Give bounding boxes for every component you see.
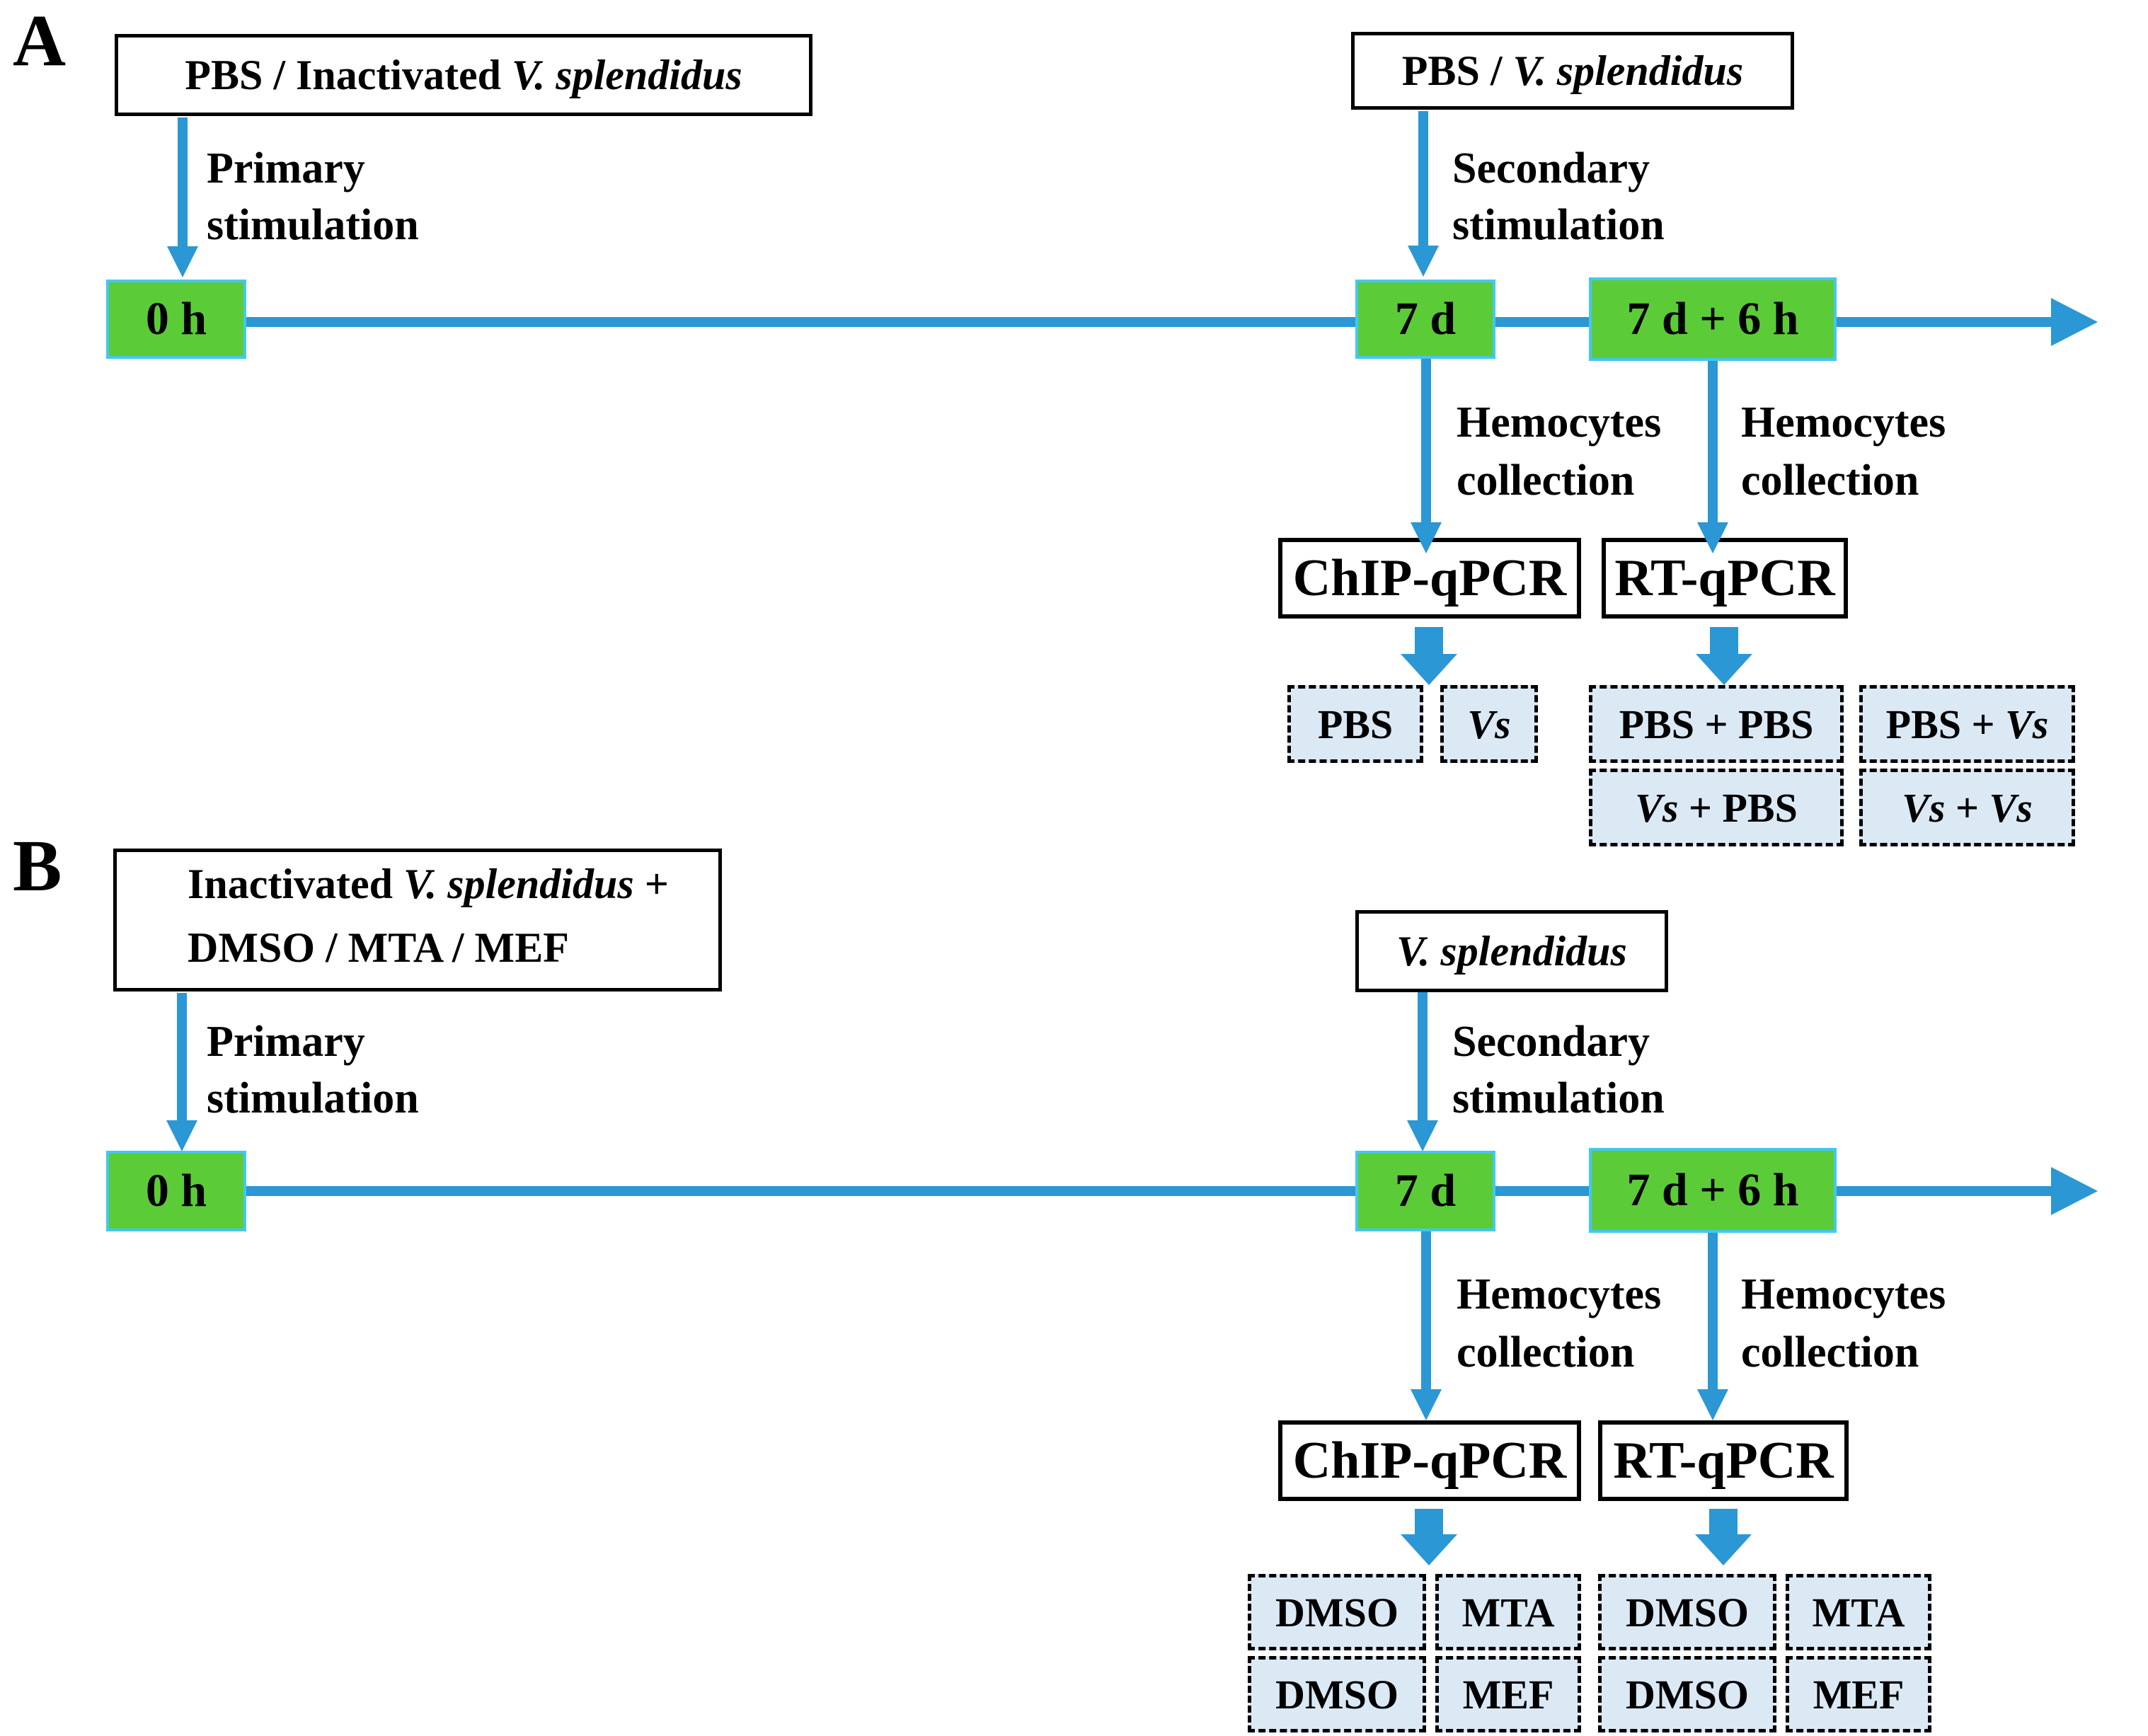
panel-a-timepoint-7d: 7 d [1355,280,1495,359]
panel-a-secondary-stim-label: Secondary stimulation [1452,144,1665,249]
panel-b-primary-arrow-shaft [177,993,187,1120]
panel-b-rt-group-mef: MEF [1786,1656,1931,1732]
group-label: PBS [1317,701,1394,747]
panel-b-secondary-stim-label: Secondary stimulation [1452,1018,1665,1122]
panel-a-timepoint-7d6h: 7 d + 6 h [1589,277,1837,361]
panel-b-primary-stim-label: Primary stimulation [207,1018,419,1122]
panel-a-label: A [13,0,67,81]
panel-b-label: B [13,825,62,907]
panel-a-group-vs-pbs: Vs + PBS [1589,769,1844,846]
panel-a-secondary-source-text: PBS / V. splendidus [1401,47,1744,94]
panel-a-primary-source-text: PBS / Inactivated V. splendidus [185,51,742,98]
panel-b-collection-arrowhead-7d6h [1697,1389,1728,1420]
panel-b-secondary-arrow-head [1407,1120,1438,1151]
panel-a-secondary-arrow-head [1408,246,1439,277]
panel-a-timeline-arrowhead [2051,298,2098,346]
panel-a-collection-arrowhead-7d [1411,522,1442,553]
panel-b-hemocytes-label-7d6h: Hemocytes collection [1741,1270,1946,1376]
panel-b-chip-result-arrow-head [1401,1534,1457,1565]
panel-b-rt-group-dmso-2: DMSO [1598,1656,1776,1732]
panel-b-collection-arrowhead-7d [1411,1389,1442,1420]
panel-b-timepoint-0h: 0 h [106,1151,246,1231]
group-label: Vs + PBS [1635,784,1798,831]
panel-a-primary-arrow-shaft [178,117,188,246]
panel-a-collection-arrowhead-7d6h [1697,522,1728,553]
panel-a-secondary-source-box: PBS / V. splendidus [1351,32,1794,110]
panel-b-chip-group-mef: MEF [1435,1656,1581,1732]
panel-b-collection-stem-7d [1421,1231,1431,1391]
panel-b-chip-group-dmso-1: DMSO [1248,1574,1426,1650]
panel-a-chip-qpcr-box: ChIP-qPCR [1278,538,1581,619]
panel-a-group-pbs-pbs: PBS + PBS [1589,685,1844,763]
panel-b-primary-source-line2: DMSO / MTA / MEF [188,924,569,971]
panel-a-hemocytes-label-7d: Hemocytes collection [1457,398,1662,505]
panel-b-collection-stem-7d6h [1708,1231,1718,1391]
panel-a-rt-result-arrow-shaft [1710,627,1738,654]
panel-b-rt-group-dmso-1: DMSO [1598,1574,1776,1650]
panel-b-secondary-arrow-shaft [1418,992,1428,1120]
panel-b-rt-qpcr-box: RT-qPCR [1598,1420,1849,1501]
panel-b-chip-qpcr-box: ChIP-qPCR [1278,1420,1581,1501]
panel-b-primary-source-box: Inactivated V. splendidus + DMSO / MTA /… [113,849,722,991]
panel-a-primary-source-box: PBS / Inactivated V. splendidus [115,34,812,116]
panel-b-hemocytes-label-7d: Hemocytes collection [1457,1270,1662,1376]
panel-a-rt-result-arrow-head [1696,654,1752,685]
panel-b-timepoint-7d: 7 d [1355,1151,1495,1231]
group-label: Vs [1467,701,1511,747]
panel-b-secondary-source-text: V. splendidus [1396,927,1627,975]
panel-b-chip-group-mta: MTA [1435,1574,1581,1650]
panel-b-timeline-arrowhead [2051,1167,2098,1215]
panel-a-chip-result-arrow-head [1401,654,1457,685]
panel-a-group-vs: Vs [1440,685,1538,763]
group-label: Vs + Vs [1902,784,2033,831]
panel-a-primary-arrow-head [167,246,198,277]
panel-b-primary-arrow-head [166,1120,197,1151]
panel-b-rt-result-arrow-head [1695,1534,1752,1565]
panel-a-primary-stim-label: Primary stimulation [207,144,419,249]
panel-a-chip-result-arrow-shaft [1415,627,1443,654]
panel-a-group-pbs: PBS [1287,685,1423,763]
panel-a-hemocytes-label-7d6h: Hemocytes collection [1741,398,1946,505]
panel-a-collection-stem-7d6h [1708,358,1718,522]
panel-b-rt-result-arrow-shaft [1709,1509,1738,1534]
group-label: PBS + PBS [1619,701,1814,747]
panel-a-timepoint-0h: 0 h [106,280,246,359]
panel-a-collection-stem-7d [1421,358,1431,522]
group-label: PBS + Vs [1885,701,2049,747]
panel-b-chip-group-dmso-2: DMSO [1248,1656,1426,1732]
panel-a-group-pbs-vs: PBS + Vs [1859,685,2075,763]
panel-a-group-vs-vs: Vs + Vs [1859,769,2075,846]
panel-b-rt-group-mta: MTA [1786,1574,1931,1650]
panel-b-primary-source-line1: Inactivated V. splendidus + [188,861,669,907]
panel-b-timepoint-7d6h: 7 d + 6 h [1589,1148,1837,1233]
panel-b-secondary-source-box: V. splendidus [1355,910,1668,992]
panel-b-chip-result-arrow-shaft [1415,1509,1443,1534]
panel-a-secondary-arrow-shaft [1418,111,1428,246]
